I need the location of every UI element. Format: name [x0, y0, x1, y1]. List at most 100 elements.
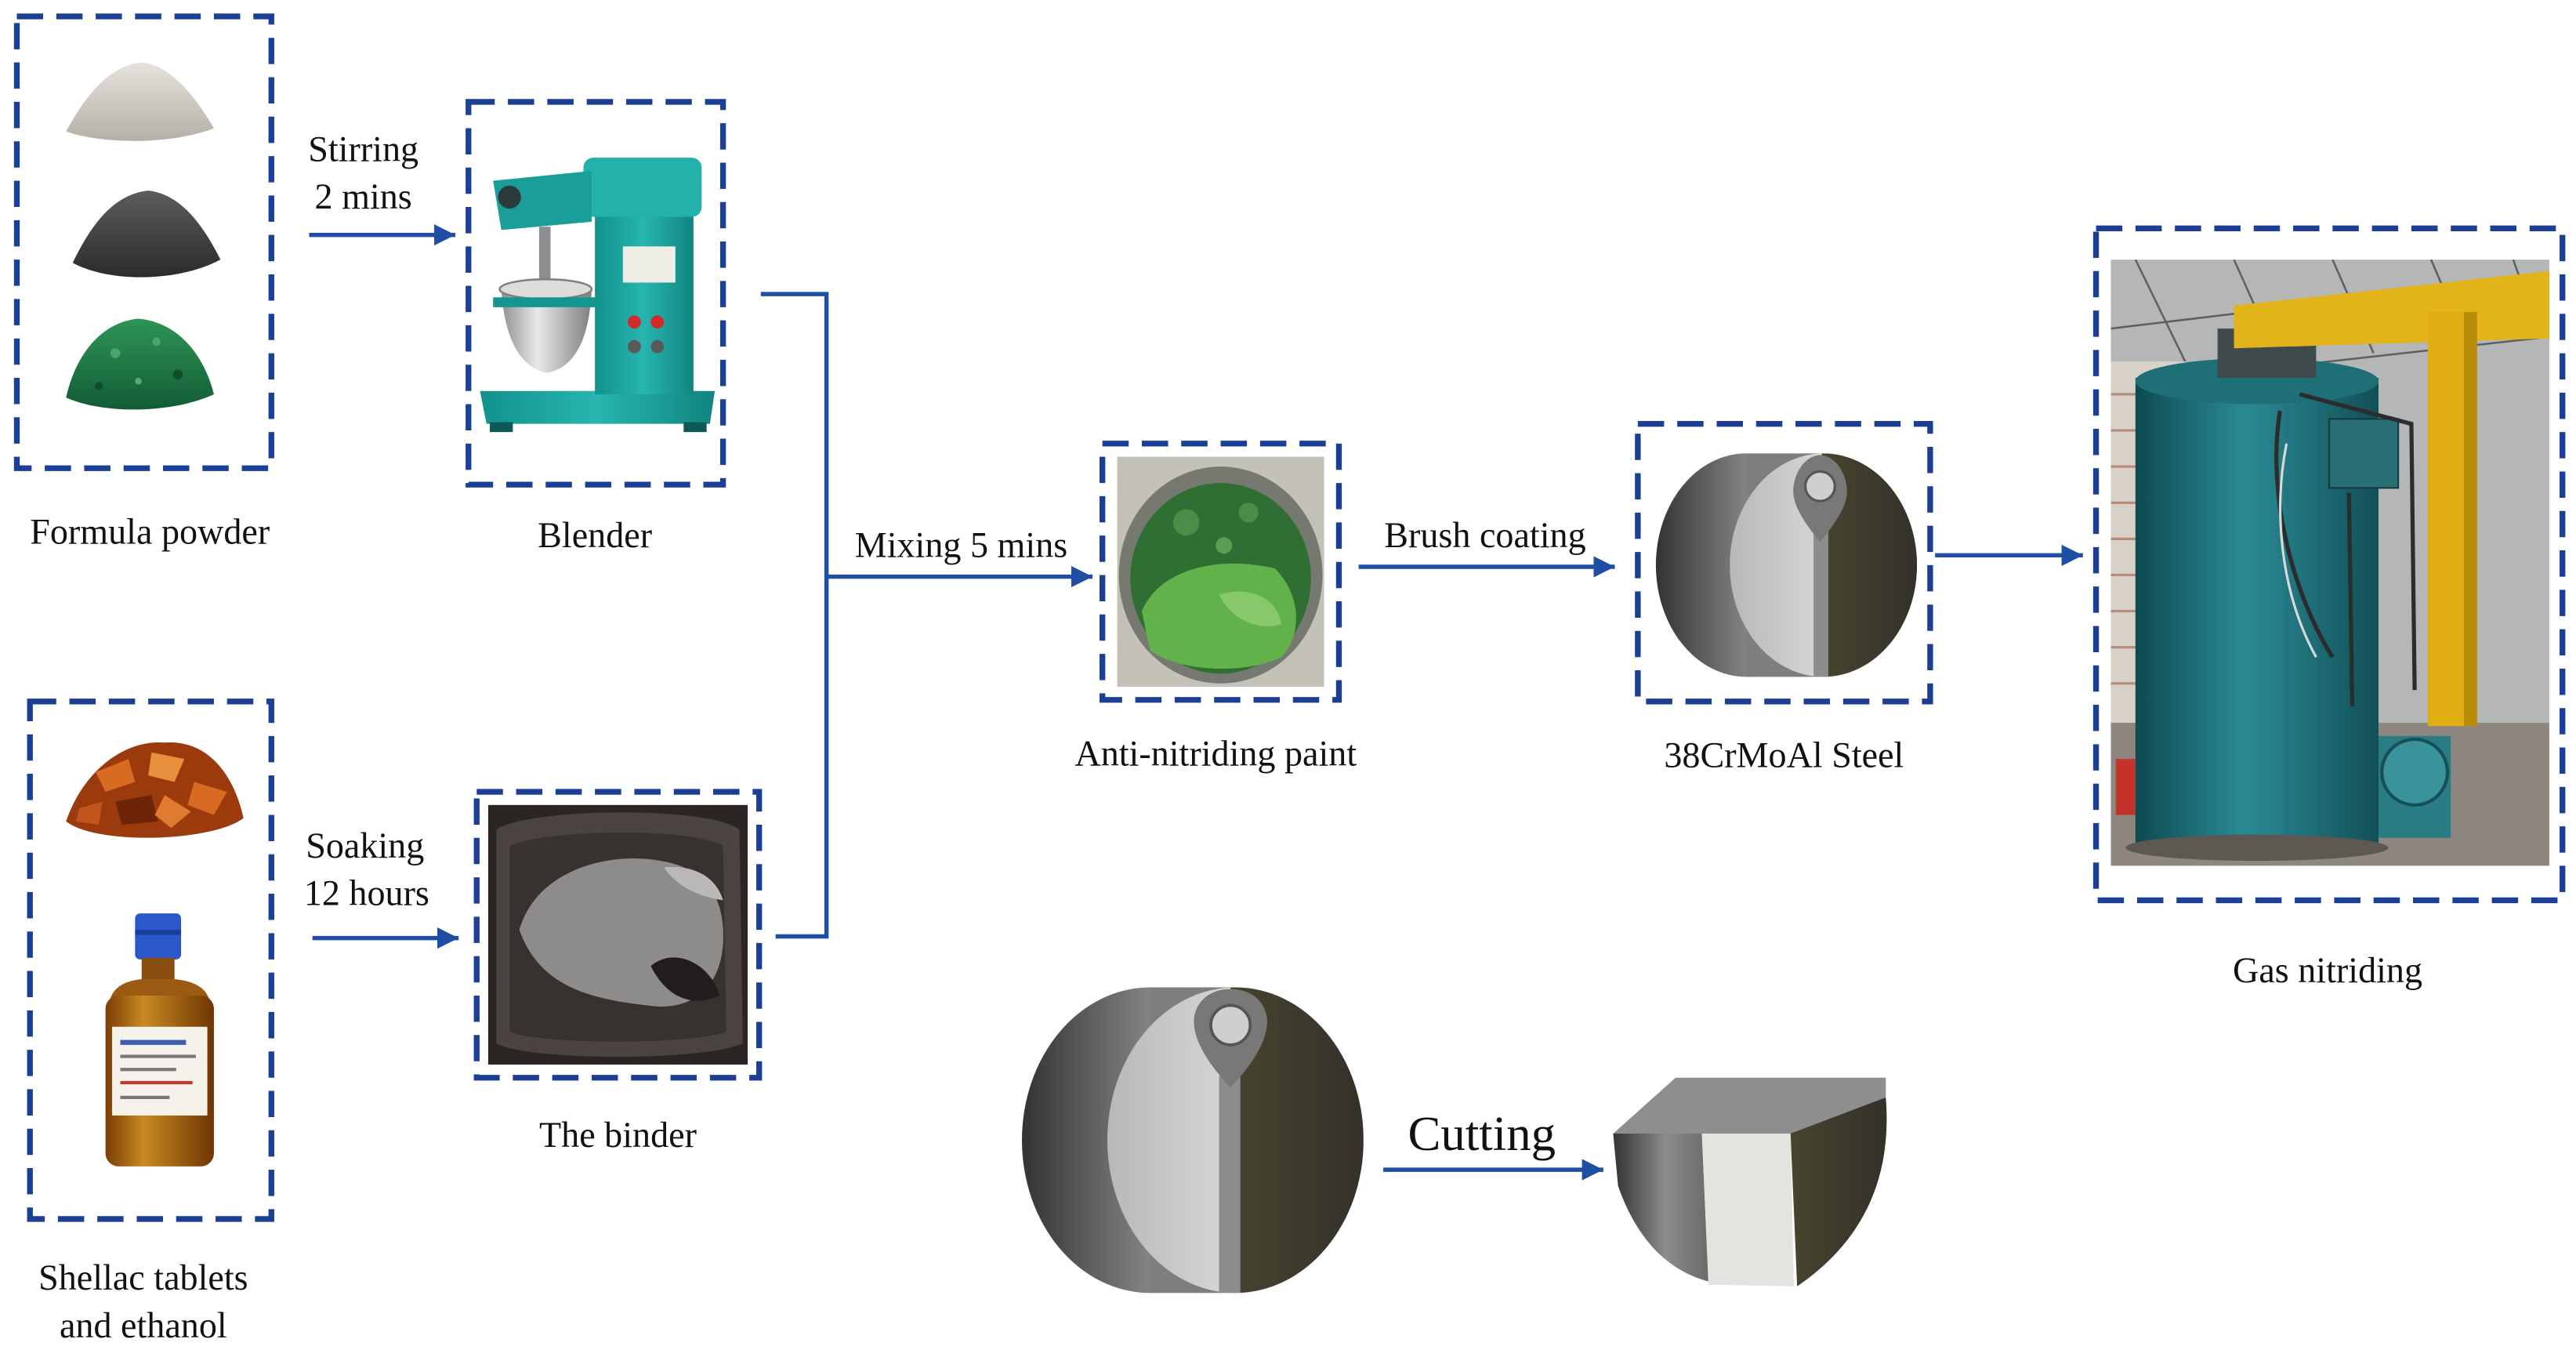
- formula-powder-frame: [13, 13, 274, 471]
- green-powder-image: [66, 318, 214, 410]
- cut-top-face: [1613, 1077, 1886, 1134]
- paint-image: [1117, 456, 1324, 687]
- shellac-flake: [75, 801, 103, 825]
- paint-label: Anti-nitriding paint: [1074, 734, 1357, 774]
- bottle-label-line: [120, 1054, 196, 1058]
- cut-half-disc-image: [1613, 1077, 1887, 1286]
- blender-button-red: [628, 315, 641, 329]
- ethanol-bottle-image: [105, 913, 214, 1167]
- furnace-top: [2135, 357, 2379, 405]
- merge-connector: [760, 292, 829, 939]
- blender-frame: [466, 99, 726, 488]
- bottle-label-line: [120, 1040, 187, 1045]
- large-disc-keyhole-hole: [1209, 1003, 1252, 1047]
- green-powder-speck: [152, 337, 161, 347]
- binder-node: The binder: [473, 789, 763, 1155]
- disc-keyhole-hole: [1804, 470, 1836, 503]
- paint-light-region: [1141, 563, 1296, 669]
- white-powder-image: [66, 62, 214, 141]
- soaking-label-line1: Soaking: [306, 825, 424, 865]
- blender-shaft: [538, 227, 551, 286]
- blender-button-red: [650, 315, 665, 329]
- shellac-flake: [115, 795, 158, 825]
- cut-face-light: [1701, 1133, 1794, 1286]
- shellac-ethanol-node: Shellac tablets and ethanol: [27, 698, 274, 1345]
- blender-foot: [683, 422, 707, 433]
- mixing-label: Mixing 5 mins: [855, 524, 1067, 564]
- green-powder-pile: [66, 318, 214, 410]
- shellac-flake: [154, 795, 191, 829]
- paint-light-region: [1219, 591, 1282, 626]
- blender-base: [480, 390, 716, 424]
- gas-nitriding-label: Gas nitriding: [2233, 950, 2422, 990]
- blender-button-gray: [628, 339, 641, 354]
- paint-bubble: [1172, 509, 1200, 536]
- green-powder-speck: [110, 348, 121, 358]
- gas-nitriding-frame: [2092, 225, 2566, 904]
- disc-stripe: [1813, 522, 1828, 677]
- steel-label: 38CrMoAl Steel: [1664, 735, 1904, 775]
- binder-frame: [473, 789, 763, 1081]
- blender-column: [595, 210, 694, 394]
- shellac-flake: [187, 782, 227, 815]
- shellac-ethanol-label-line2: and ethanol: [60, 1305, 227, 1345]
- binder-label: The binder: [539, 1115, 697, 1155]
- blender-lever-knob: [498, 185, 521, 209]
- stirring-label-line2: 2 mins: [315, 176, 412, 216]
- blender-image: [480, 158, 716, 433]
- bottle-label-line: [120, 1095, 170, 1099]
- soaking-step: Soaking 12 hours: [304, 825, 459, 949]
- soaking-label-line2: 12 hours: [304, 873, 429, 913]
- cut-face-dark: [1790, 1097, 1887, 1286]
- gray-powder-image: [72, 190, 221, 278]
- shellac-ethanol-label-line1: Shellac tablets: [38, 1257, 248, 1297]
- green-powder-speck: [95, 382, 103, 390]
- blower-fan: [2380, 737, 2450, 807]
- shellac-flakes-pile: [66, 742, 244, 838]
- blender-bowl-holder: [493, 297, 599, 307]
- blender-bowl: [501, 288, 592, 373]
- steel-disc-image: [1655, 453, 1918, 677]
- cutting-label: Cutting: [1408, 1106, 1556, 1161]
- blender-node: Blender: [466, 99, 726, 555]
- paint-bubble: [1238, 503, 1259, 523]
- formula-powder-label: Formula powder: [30, 512, 270, 552]
- red-equipment: [2115, 759, 2136, 815]
- binder-surface-highlight: [664, 866, 723, 901]
- furnace-base-shadow: [2125, 834, 2389, 862]
- bottle-label-line: [120, 1080, 193, 1085]
- bottle-label-line: [120, 1068, 176, 1072]
- blender-motor-head: [583, 158, 702, 217]
- formula-powder-node: Formula powder: [13, 13, 274, 552]
- paint-frame: [1100, 441, 1342, 703]
- cut-side-face: [1613, 1133, 1708, 1282]
- steel-frame: [1635, 421, 1933, 705]
- bottle-neck: [141, 957, 175, 983]
- stirring-label-line1: Stirring: [308, 129, 418, 169]
- furnace-cable: [2279, 443, 2317, 659]
- mixing-step: Mixing 5 mins: [760, 292, 1093, 939]
- anti-nitriding-paint-node: Anti-nitriding paint: [1074, 441, 1357, 774]
- blender-arm: [493, 170, 592, 230]
- blender-foot: [490, 422, 513, 433]
- bottle-cap-ridge: [135, 930, 182, 935]
- bottle-cap: [135, 913, 182, 960]
- shellac-flake: [96, 759, 136, 793]
- large-disc-stripe: [1219, 1076, 1241, 1294]
- paint-bubble: [1216, 537, 1233, 554]
- cutting-illustration: Cutting: [1022, 987, 1887, 1294]
- stirring-step: Stirring 2 mins: [308, 129, 456, 246]
- crane-column-shadow: [2463, 312, 2477, 727]
- blender-button-gray: [650, 339, 665, 354]
- furnace-control-box: [2328, 418, 2400, 489]
- green-powder-speck: [172, 369, 183, 380]
- green-powder-speck: [135, 377, 142, 385]
- gas-nitriding-furnace-image: [2110, 259, 2549, 866]
- brush-coating-step: Brush coating: [1358, 515, 1615, 578]
- shellac-flake: [148, 752, 185, 782]
- gas-nitriding-node: Gas nitriding: [2092, 225, 2566, 990]
- shellac-ethanol-frame: [27, 698, 274, 1222]
- large-steel-disc-image: [1022, 987, 1364, 1294]
- binder-image: [487, 804, 748, 1065]
